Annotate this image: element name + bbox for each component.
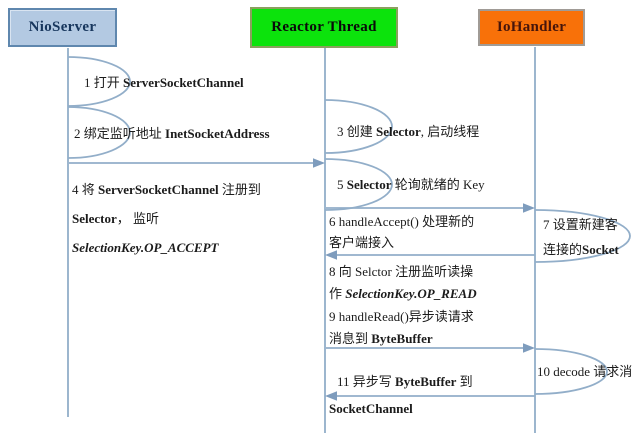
message-11-text2: 到 — [456, 374, 473, 389]
message-1-classname: ServerSocketChannel — [123, 75, 244, 90]
message-7-line2: 连接的 — [543, 242, 583, 257]
message-6-line1: 6 handleAccept() 处理新的 — [329, 214, 475, 229]
message-11-label-line1: 11 异步写 ByteBuffer 到 — [337, 371, 473, 390]
message-8-line2: 作 — [329, 286, 346, 301]
self-loop-step1 — [67, 56, 131, 107]
message-5-number: 5 — [337, 177, 347, 192]
message-7-classname: Socket — [582, 242, 619, 257]
message-4-classname2: Selector — [72, 211, 117, 226]
message-11-text: 11 异步写 — [337, 374, 396, 389]
message-1-text: 1 打开 — [84, 75, 124, 90]
actor-nioserver-label: NioServer — [28, 19, 97, 35]
arrowhead-left-icon — [325, 391, 337, 401]
message-4-text2: 注册到 — [218, 182, 261, 197]
message-10-label: 10 decode 请求消 — [537, 361, 632, 380]
message-9-line2: 消息到 — [329, 331, 372, 346]
message-8-label: 8 向 Selctor 注册监听读操 作 SelectionKey.OP_REA… — [329, 261, 477, 305]
message-4-text: 4 将 — [72, 182, 99, 197]
actor-nioserver: NioServer — [8, 8, 117, 47]
message-2-text: 2 绑定监听地址 — [74, 126, 166, 141]
actor-reactor-thread-label: Reactor Thread — [271, 19, 377, 35]
arrowhead-right-icon — [523, 343, 535, 353]
actor-iohandler-label: IoHandler — [496, 19, 567, 35]
message-2-classname: InetSocketAddress — [165, 126, 270, 141]
self-loop-step7 — [534, 209, 631, 263]
message-3-text: 3 创建 — [337, 124, 377, 139]
arrowhead-left-icon — [325, 250, 337, 260]
self-loop-step2 — [67, 106, 131, 159]
arrowhead-right-icon — [523, 203, 535, 213]
message-4-label: 4 将 ServerSocketChannel 注册到 Selector， 监听… — [72, 175, 261, 262]
message-9-label: 9 handleRead()异步读请求 消息到 ByteBuffer — [329, 306, 474, 350]
message-6-label: 6 handleAccept() 处理新的 客户端接入 — [329, 211, 474, 253]
message-2-label: 2 绑定监听地址 InetSocketAddress — [74, 123, 270, 142]
arrowhead-right-icon — [313, 158, 325, 168]
self-loop-step10 — [534, 348, 608, 395]
self-loop-step3 — [324, 99, 393, 154]
message-4-constant: SelectionKey.OP_ACCEPT — [72, 240, 219, 255]
message-7-label: 7 设置新建客 连接的Socket — [543, 212, 619, 262]
message-11-classname2: SocketChannel — [329, 401, 413, 416]
message-5-classname: Selector — [346, 177, 392, 192]
message-8-constant: SelectionKey.OP_READ — [345, 286, 477, 301]
message-5-label: 5 Selector 轮询就绪的 Key — [337, 174, 485, 193]
message-7-line1: 7 设置新建客 — [543, 217, 618, 232]
actor-reactor-thread: Reactor Thread — [250, 7, 398, 48]
message-11-label-line2: SocketChannel — [329, 401, 413, 417]
message-9-line1: 9 handleRead()异步读请求 — [329, 309, 474, 324]
message-6-line2: 客户端接入 — [329, 235, 395, 250]
message-3-text2: , 启动线程 — [420, 124, 480, 139]
message-5-text: 轮询就绪的 Key — [391, 177, 485, 192]
message-8-line1: 8 向 Selctor 注册监听读操 — [329, 264, 474, 279]
message-10-text: 10 decode 请求消 — [537, 364, 633, 379]
message-4-text3: ， 监听 — [116, 211, 160, 226]
message-1-label: 1 打开 ServerSocketChannel — [84, 72, 244, 91]
message-9-classname: ByteBuffer — [371, 331, 433, 346]
actor-iohandler: IoHandler — [478, 9, 585, 46]
message-4-classname: ServerSocketChannel — [98, 182, 219, 197]
message-3-classname: Selector — [376, 124, 421, 139]
message-3-label: 3 创建 Selector, 启动线程 — [337, 121, 479, 140]
message-11-classname: ByteBuffer — [395, 374, 457, 389]
